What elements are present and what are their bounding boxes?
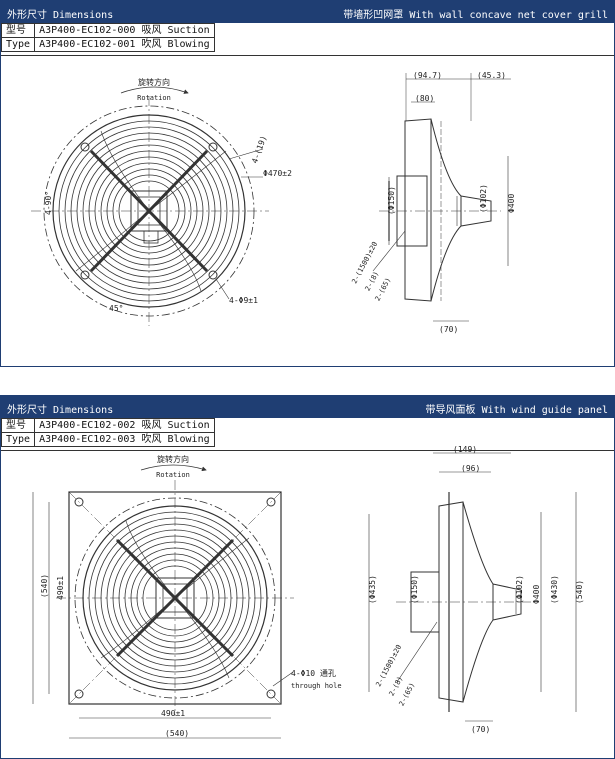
dim-dia-150: (Φ150) bbox=[387, 186, 396, 215]
rotation-label-en: Rotation bbox=[137, 94, 171, 102]
dim-540-horizontal: (540) bbox=[165, 729, 189, 738]
dim-dia-430: (Φ430) bbox=[550, 575, 559, 604]
table-underline bbox=[1, 55, 614, 56]
dim-dia-150: (Φ150) bbox=[410, 575, 419, 604]
rotation-arrow bbox=[140, 464, 207, 472]
header-title-right: 带导风面板 With wind guide panel bbox=[425, 405, 608, 416]
leader-hole9 bbox=[215, 278, 230, 300]
dim-hole-9: 4-Φ9±1 bbox=[229, 296, 258, 305]
dim-dia-435: (Φ435) bbox=[368, 575, 377, 604]
dim-80: (80) bbox=[415, 94, 434, 103]
dim-angle-4x90: 4-90° bbox=[44, 191, 53, 215]
technical-drawing: 旋转方向 Rotation bbox=[32, 445, 584, 739]
dim-dia-102: (Φ102) bbox=[479, 184, 488, 213]
header-title-right: 带墙形凹网罩 With wall concave net cover grill bbox=[343, 10, 608, 21]
side-view-panel bbox=[368, 452, 577, 722]
model-blowing: A3P400-EC102-001 吹风 Blowing bbox=[34, 37, 215, 52]
rotation-label-cn: 旋转方向 bbox=[157, 454, 189, 464]
panel-concave-grill: 外形尺寸 Dimensions 带墙形凹网罩 With wall concave… bbox=[0, 0, 615, 367]
model-label-en: Type bbox=[0, 37, 36, 52]
header-title-left: 外形尺寸 Dimensions bbox=[7, 405, 114, 416]
technical-drawing: 旋转方向 Rotation bbox=[31, 71, 516, 334]
dim-dia-400: Φ400 bbox=[507, 194, 516, 213]
dim-149: (149) bbox=[453, 445, 477, 454]
dim-dia-400: Φ400 bbox=[532, 585, 541, 604]
rotation-label-en: Rotation bbox=[156, 471, 190, 479]
dim-490-vertical: 490±1 bbox=[56, 576, 65, 600]
header-title-left: 外形尺寸 Dimensions bbox=[7, 10, 114, 21]
rotation-arrow bbox=[120, 86, 189, 94]
model-label-en: Type bbox=[0, 432, 36, 447]
dim-70: (70) bbox=[439, 325, 458, 334]
panel-header: 外形尺寸 Dimensions 带墙形凹网罩 With wall concave… bbox=[1, 1, 614, 23]
dim-70: (70) bbox=[471, 725, 490, 734]
dim-540-side: (540) bbox=[575, 580, 584, 604]
rotation-label-cn: 旋转方向 bbox=[138, 77, 170, 87]
dim-dia-102: (Φ102) bbox=[515, 575, 524, 604]
leader-holes bbox=[228, 148, 264, 160]
model-table: 型号 A3P400-EC102-000 吸风 Suction Type A3P4… bbox=[0, 23, 215, 52]
dim-through-hole: through hole bbox=[291, 682, 342, 690]
dim-45-3: (45.3) bbox=[477, 71, 506, 80]
dim-94-7: (94.7) bbox=[413, 71, 442, 80]
dim-hole-10: 4-Φ10 通孔 bbox=[291, 668, 336, 678]
side-view-fan bbox=[372, 73, 511, 322]
dim-96: (96) bbox=[461, 464, 480, 473]
model-table: 型号 A3P400-EC102-002 吸风 Suction Type A3P4… bbox=[0, 418, 215, 447]
dim-angle-45: 45° bbox=[109, 304, 123, 313]
panel-header: 外形尺寸 Dimensions 带导风面板 With wind guide pa… bbox=[1, 396, 614, 418]
panel-wind-guide: 外形尺寸 Dimensions 带导风面板 With wind guide pa… bbox=[0, 395, 615, 759]
table-underline bbox=[1, 450, 614, 451]
dim-540-vertical: (540) bbox=[40, 574, 49, 598]
dim-diameter-470: Φ470±2 bbox=[263, 169, 292, 178]
dim-holes-19: 4-(19) bbox=[250, 134, 268, 164]
front-view-fan bbox=[31, 96, 269, 326]
dim-490-horizontal: 490±1 bbox=[161, 709, 185, 718]
model-blowing: A3P400-EC102-003 吹风 Blowing bbox=[34, 432, 215, 447]
front-view-panel bbox=[32, 480, 294, 739]
